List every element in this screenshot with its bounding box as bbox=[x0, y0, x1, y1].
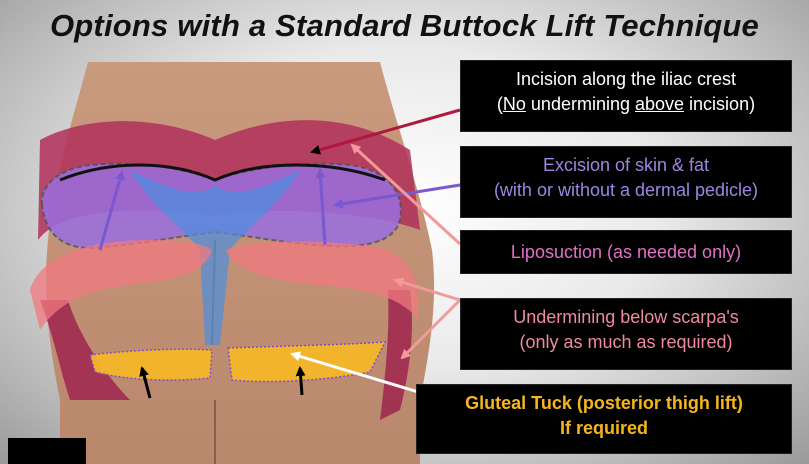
corner-block bbox=[8, 438, 86, 464]
callout-excision: Excision of skin & fat (with or without … bbox=[460, 146, 792, 218]
callout-undermining-line2: (only as much as required) bbox=[469, 330, 783, 355]
callout-undermining: Undermining below scarpa's (only as much… bbox=[460, 298, 792, 370]
callout-incision-line1: Incision along the iliac crest bbox=[469, 67, 783, 92]
callout-gluteal-tuck: Gluteal Tuck (posterior thigh lift) If r… bbox=[416, 384, 792, 454]
callout-excision-line1: Excision of skin & fat bbox=[469, 153, 783, 178]
callout-incision-line2: (No undermining above incision) bbox=[469, 92, 783, 117]
callout-gluteal-tuck-line1: Gluteal Tuck (posterior thigh lift) bbox=[425, 391, 783, 416]
gluteal-tuck-left bbox=[90, 349, 212, 380]
callout-gluteal-tuck-line2: If required bbox=[425, 416, 783, 441]
slide-title: Options with a Standard Buttock Lift Tec… bbox=[0, 8, 809, 44]
callout-liposuction-line1: Liposuction (as needed only) bbox=[469, 240, 783, 265]
tuck-arrow-right bbox=[300, 368, 302, 395]
callout-liposuction: Liposuction (as needed only) bbox=[460, 230, 792, 274]
callout-undermining-line1: Undermining below scarpa's bbox=[469, 305, 783, 330]
callout-incision: Incision along the iliac crest (No under… bbox=[460, 60, 792, 132]
callout-excision-line2: (with or without a dermal pedicle) bbox=[469, 178, 783, 203]
